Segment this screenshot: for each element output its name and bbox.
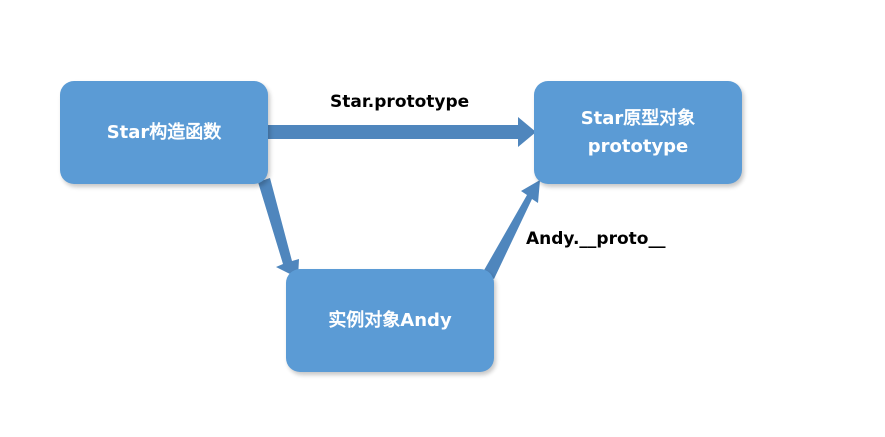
- star-constructor-node: Star构造函数: [60, 81, 268, 184]
- star-constructor-label: Star构造函数: [106, 121, 222, 143]
- star-prototype-node: Star原型对象 prototype: [534, 81, 742, 184]
- edge-label-star-prototype: Star.prototype: [330, 92, 470, 112]
- instance-andy-node: 实例对象Andy: [286, 269, 494, 372]
- instance-andy-label: 实例对象Andy: [328, 309, 452, 331]
- star-prototype-subtitle: prototype: [587, 135, 689, 157]
- star-prototype-title: Star原型对象: [580, 107, 696, 129]
- arrow-instance-to-prototype: [483, 180, 540, 279]
- edge-label-andy-proto: Andy.__proto__: [526, 229, 666, 249]
- arrow-constructor-to-prototype: [268, 117, 536, 147]
- arrow-constructor-to-instance: [258, 178, 299, 278]
